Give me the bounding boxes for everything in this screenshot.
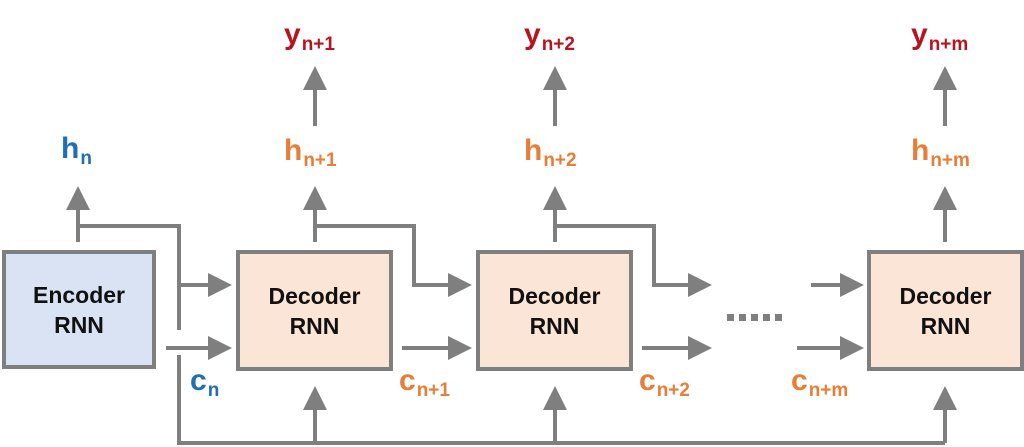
decoder-label-line2: RNN: [289, 312, 340, 339]
ellipsis-dot: [763, 314, 770, 321]
decoder3-cell-label: cn+m: [791, 366, 848, 406]
label-base: c: [399, 364, 416, 397]
decoder-label-line2: RNN: [920, 312, 971, 339]
decoder1-hidden-branch: [315, 224, 472, 297]
label-base: c: [190, 364, 207, 397]
decoder2-output-label: yn+2: [524, 20, 575, 60]
decoder-rnn-box-3: Decoder RNN: [867, 250, 1024, 371]
decoder2-hidden-label: hn+2: [524, 136, 577, 176]
ellipsis-dot: [775, 314, 782, 321]
label-subscript: n+1: [303, 150, 337, 171]
decoder-label-line2: RNN: [529, 312, 580, 339]
label-base: y: [284, 18, 301, 51]
label-subscript: n: [207, 380, 220, 401]
label-base: c: [639, 364, 656, 397]
label-base: h: [524, 134, 543, 167]
label-subscript: n+m: [928, 34, 969, 55]
label-subscript: n+1: [301, 34, 335, 55]
decoder-rnn-box-2: Decoder RNN: [476, 250, 633, 371]
label-base: c: [791, 364, 808, 397]
decoder3-hidden-label: hn+m: [911, 136, 970, 176]
label-base: y: [524, 18, 541, 51]
label-subscript: n+2: [541, 34, 575, 55]
label-base: y: [911, 18, 928, 51]
decoder-label-line1: Decoder: [268, 282, 361, 309]
encoder-label-line2: RNN: [54, 311, 104, 338]
bottom-feedback-line: [177, 355, 945, 445]
encoder-rnn-box: Encoder RNN: [2, 250, 156, 369]
decoder1-hidden-label: hn+1: [284, 136, 337, 176]
ellipsis-dot: [727, 314, 734, 321]
ellipsis-dots: [727, 314, 782, 321]
label-subscript: n+2: [543, 150, 577, 171]
encoder-label-line1: Encoder: [32, 281, 126, 308]
decoder-rnn-box-1: Decoder RNN: [236, 250, 393, 371]
decoder3-output-label: yn+m: [911, 20, 968, 60]
label-base: h: [61, 132, 80, 165]
encoder-hidden-label: hn: [61, 134, 92, 174]
label-subscript: n+m: [930, 150, 970, 171]
label-subscript: n+2: [656, 380, 690, 401]
label-subscript: n+m: [808, 380, 849, 401]
ellipsis-dot: [739, 314, 746, 321]
decoder2-cell-label: cn+2: [639, 366, 690, 406]
label-subscript: n+1: [416, 380, 450, 401]
label-base: h: [911, 134, 930, 167]
decoder1-output-label: yn+1: [284, 20, 335, 60]
encoder-hidden-branch: [78, 224, 181, 330]
label-base: h: [284, 134, 303, 167]
decoder-label-line1: Decoder: [899, 282, 992, 309]
label-subscript: n: [80, 148, 92, 169]
ellipsis-dot: [751, 314, 758, 321]
encoder-cell-label: cn: [190, 366, 219, 406]
decoder1-cell-label: cn+1: [399, 366, 450, 406]
decoder-label-line1: Decoder: [508, 282, 601, 309]
decoder2-hidden-branch: [555, 224, 712, 297]
